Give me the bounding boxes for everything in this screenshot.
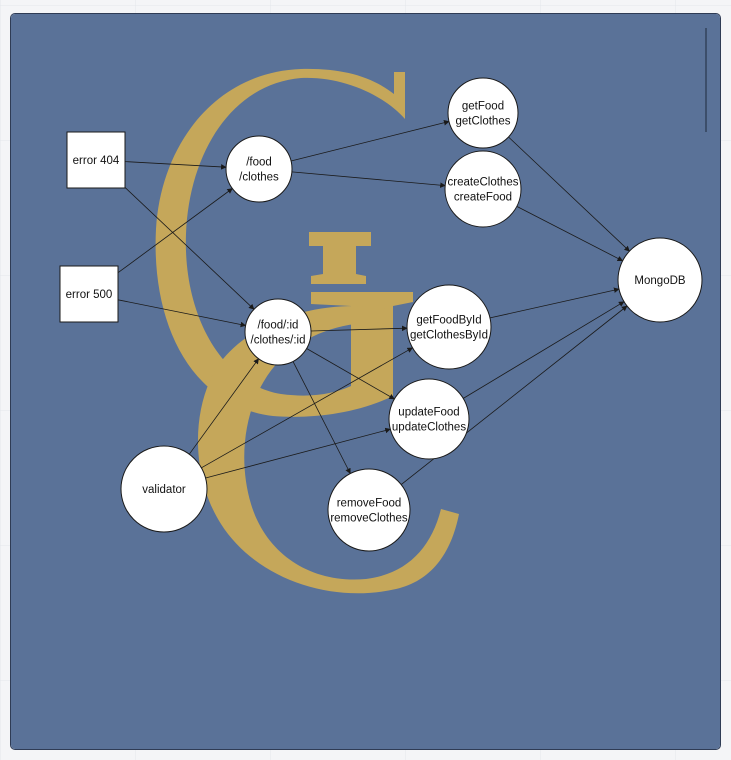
node-foodRoute-label-1: /clothes — [239, 172, 279, 184]
edge-validator-to-getById[interactable] — [201, 347, 413, 469]
node-getAll[interactable]: getFood getClothes — [447, 77, 519, 149]
edge-idRoute-to-getById[interactable] — [310, 325, 408, 332]
edge-getById-to-mongo[interactable] — [489, 287, 620, 319]
logo-crossbar — [309, 232, 371, 284]
node-remove-label-1: removeClothes — [330, 513, 408, 525]
node-error404[interactable]: error 404 — [66, 131, 126, 189]
node-validator-circle[interactable] — [120, 445, 208, 533]
node-getById-label-1: getClothesById — [410, 330, 488, 342]
edge-idRoute-to-update[interactable] — [306, 348, 395, 400]
node-error404-box[interactable] — [66, 131, 126, 189]
edge-validator-to-idRoute[interactable] — [188, 358, 259, 455]
edge-getAll-to-mongo[interactable] — [508, 136, 630, 252]
node-mongo-circle[interactable] — [617, 237, 703, 323]
node-validator[interactable]: validator — [120, 445, 208, 533]
edge-error500-to-idRoute[interactable] — [117, 299, 247, 328]
logo-letter-c — [197, 306, 460, 594]
diagram-canvas[interactable]: error 404 error 500/food/clothes/food/:id… — [11, 14, 720, 749]
node-idRoute-label-1: /clothes/:id — [251, 335, 306, 347]
edge-foodRoute-to-getAll[interactable] — [290, 120, 450, 162]
node-foodRoute[interactable]: /food/clothes — [225, 135, 293, 203]
node-update-label-0: updateFood — [398, 407, 459, 419]
node-validator-label-0: validator — [142, 484, 186, 496]
logo-letter-g — [155, 68, 413, 417]
node-update-label-1: updateClothes — [392, 422, 466, 434]
edge-error404-to-foodRoute[interactable] — [124, 161, 227, 170]
node-error500-box[interactable] — [59, 265, 119, 323]
node-idRoute[interactable]: /food/:id/clothes/:id — [244, 298, 312, 366]
edge-create-to-mongo[interactable] — [516, 206, 624, 262]
node-getById-circle[interactable] — [406, 284, 492, 370]
node-foodRoute-circle[interactable] — [225, 135, 293, 203]
edge-update-to-mongo[interactable] — [463, 301, 625, 399]
edge-error404-to-idRoute[interactable] — [124, 187, 255, 310]
node-create-label-1: createFood — [454, 192, 512, 204]
node-remove-label-0: removeFood — [337, 498, 402, 510]
node-getAll-circle[interactable] — [447, 77, 519, 149]
node-update[interactable]: updateFood updateClothes — [388, 378, 470, 460]
node-create-label-0: createClothes — [448, 177, 519, 189]
edge-foodRoute-to-create[interactable] — [291, 171, 446, 188]
architecture-diagram: error 404 error 500/food/clothes/food/:id… — [11, 14, 720, 749]
node-create[interactable]: createClothes createFood — [444, 150, 522, 228]
node-remove-circle[interactable] — [327, 468, 411, 552]
edge-idRoute-to-remove[interactable] — [292, 361, 351, 474]
node-error500[interactable]: error 500 — [59, 265, 119, 323]
node-getAll-label-1: getClothes — [456, 116, 511, 128]
node-error404-label-0: error 404 — [73, 155, 120, 167]
edge-error500-to-foodRoute[interactable] — [117, 188, 233, 274]
node-remove[interactable]: removeFood removeClothes — [327, 468, 411, 552]
edge-validator-to-update[interactable] — [205, 427, 391, 479]
node-idRoute-circle[interactable] — [244, 298, 312, 366]
node-getById[interactable]: getFoodById getClothesById — [406, 284, 492, 370]
node-mongo-label-0: MongoDB — [634, 275, 685, 287]
node-mongo[interactable]: MongoDB — [617, 237, 703, 323]
node-create-circle[interactable] — [444, 150, 522, 228]
gc-logo-watermark — [155, 68, 460, 594]
node-getAll-label-0: getFood — [462, 101, 504, 113]
node-getById-label-0: getFoodById — [416, 315, 481, 327]
node-idRoute-label-0: /food/:id — [258, 320, 299, 332]
node-update-circle[interactable] — [388, 378, 470, 460]
node-error500-label-0: error 500 — [66, 289, 113, 301]
node-foodRoute-label-0: /food — [246, 157, 272, 169]
